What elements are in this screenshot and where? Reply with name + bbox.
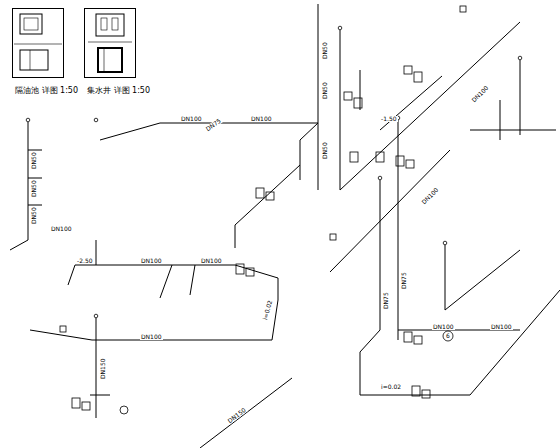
pipe-annotation: DN75 bbox=[204, 117, 223, 133]
detail-title: 集水井 详图 1:50 bbox=[87, 85, 150, 96]
pipe-annotation: 6 bbox=[445, 333, 451, 339]
pipe-annotation: DN100 bbox=[250, 116, 273, 122]
pipe-annotation: DN100 bbox=[200, 258, 223, 264]
grease-trap-detail bbox=[14, 14, 62, 70]
pipe-annotation: DN150 bbox=[100, 357, 106, 380]
pipe-annotation: DN100 bbox=[180, 116, 203, 122]
detail-title: 隔油池 详图 1:50 bbox=[15, 85, 78, 96]
pipe-annotation: DN50 bbox=[31, 179, 37, 198]
detail-frame: 隔油池 详图 1:50 bbox=[12, 8, 64, 78]
pipe-annotation: -2.50 bbox=[76, 258, 94, 264]
detail-frame: 集水井 详图 1:50 bbox=[84, 8, 136, 78]
pipe-annotation: DN150 bbox=[226, 406, 248, 424]
pipe-annotation: i=0.02 bbox=[262, 299, 274, 322]
pipe-annotation: DN100 bbox=[140, 334, 163, 340]
pipe-annotation: DN50 bbox=[31, 151, 37, 170]
pipe-annotation: DN50 bbox=[31, 206, 37, 225]
pipe-annotation: DN100 bbox=[50, 226, 73, 232]
pipe-annotation: DN75 bbox=[383, 291, 389, 310]
pipe-annotation: DN50 bbox=[322, 41, 328, 60]
fixture-symbols bbox=[26, 6, 522, 414]
pipe-annotation: DN100 bbox=[470, 84, 490, 104]
pipe-annotation: DN100 bbox=[490, 324, 513, 330]
pipe-annotation: DN100 bbox=[432, 324, 455, 330]
sump-pit-detail bbox=[88, 14, 132, 72]
pipe-annotation: DN100 bbox=[140, 258, 163, 264]
pipe-annotation: DN100 bbox=[420, 186, 440, 206]
pipe-annotation: i=0.02 bbox=[380, 384, 402, 390]
pipe-annotation: DN75 bbox=[401, 271, 407, 290]
pipe-annotation: DN50 bbox=[322, 81, 328, 100]
pipe-annotation: DN50 bbox=[322, 141, 328, 160]
pipe-annotation: -1.50 bbox=[380, 116, 398, 122]
drain-pipes bbox=[10, 4, 560, 448]
